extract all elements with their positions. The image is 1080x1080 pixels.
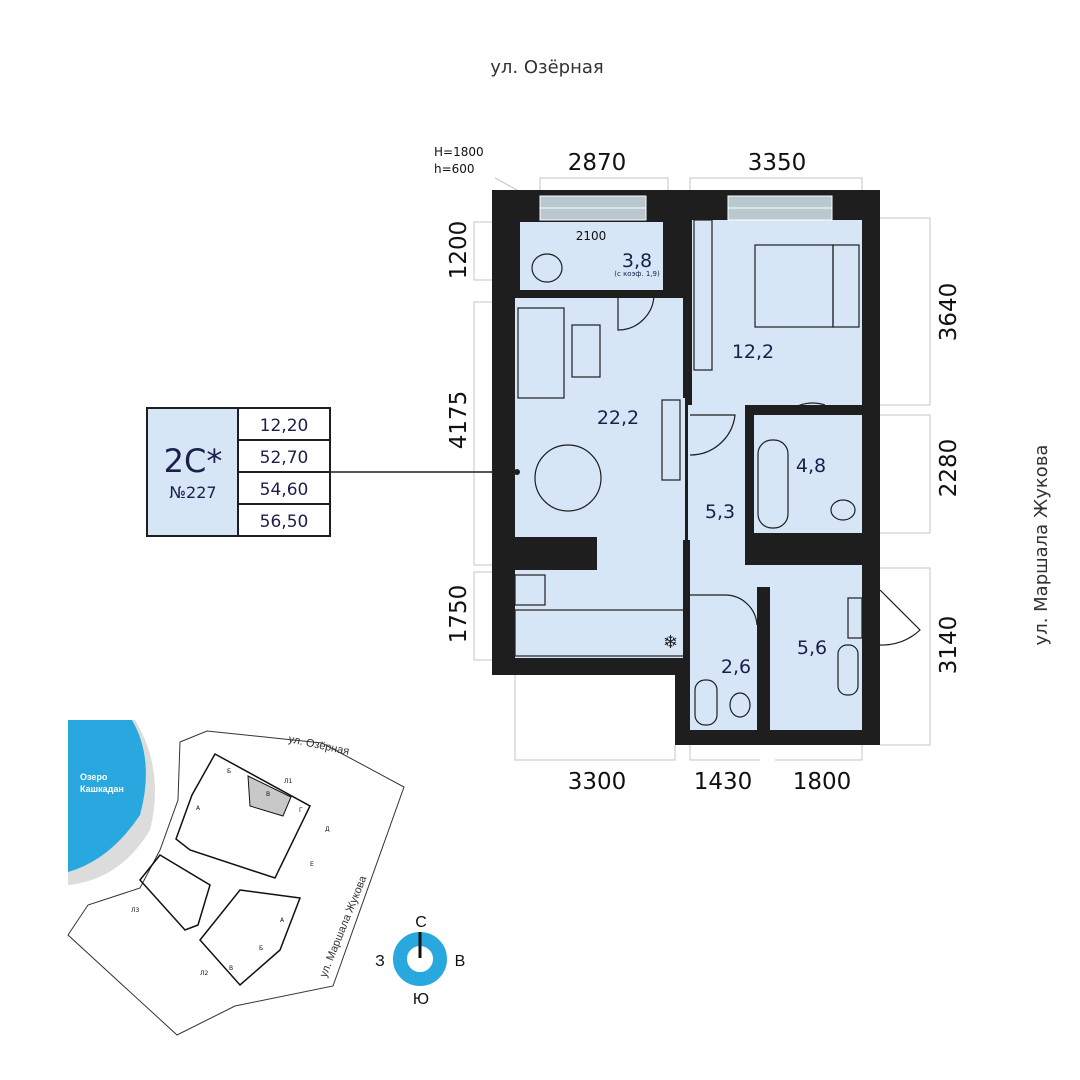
- apartment-info-box: 2С* №227 12,20 52,70 54,60 56,50: [146, 407, 331, 537]
- toilet: [830, 499, 856, 521]
- dim-bottom-3: 1800: [793, 769, 852, 795]
- coffee-table: [571, 324, 601, 378]
- building-label: Л2: [200, 970, 209, 977]
- wall-partition: [757, 625, 770, 730]
- wall-block: [515, 537, 597, 570]
- area-value: 54,60: [260, 480, 309, 500]
- wall-partition: [683, 540, 690, 675]
- bathtub: [757, 439, 789, 529]
- area-value: 52,70: [260, 448, 309, 468]
- dim-top-right: 3350: [748, 150, 807, 176]
- toilet: [729, 692, 751, 718]
- kitchen-counter: [514, 609, 686, 657]
- snowflake-icon: ❄: [663, 632, 678, 652]
- building-l3: [139, 854, 211, 931]
- dim-top-left: 2870: [568, 150, 627, 176]
- site-street-right: ул. Маршала Жукова: [318, 873, 370, 979]
- section-label: В: [266, 791, 270, 798]
- window-height-H: H=1800: [434, 145, 484, 159]
- wall-partition: [825, 405, 862, 415]
- section-label: А: [196, 805, 201, 812]
- area-balcony: 3,8: [622, 250, 652, 272]
- stove: [514, 574, 546, 606]
- building-l1: [175, 752, 311, 879]
- dim-right-2: 2280: [936, 439, 962, 498]
- rooms: [515, 220, 862, 730]
- sofa: [517, 307, 565, 399]
- area-wc: 2,6: [721, 656, 751, 678]
- dim-bottom-1: 3300: [568, 769, 627, 795]
- section-label: Б: [227, 768, 231, 775]
- section-label: В: [229, 965, 233, 972]
- section-label: Д: [325, 826, 330, 833]
- compass-west: З: [375, 953, 385, 970]
- building-l2: [199, 889, 302, 987]
- site-street-top: ул. Озёрная: [287, 733, 350, 758]
- street-label-top: ул. Озёрная: [490, 57, 603, 78]
- furniture: [514, 219, 863, 726]
- area-bedroom: 12,2: [732, 341, 774, 363]
- area-living: 22,2: [597, 407, 639, 429]
- wall-partition: [683, 298, 687, 398]
- building-label: Л1: [284, 778, 293, 785]
- room-wc: [690, 580, 757, 730]
- room-bathroom: [754, 415, 862, 533]
- room-bedroom: [692, 220, 862, 405]
- area-bathroom: 4,8: [796, 455, 826, 477]
- area-value: 56,50: [260, 512, 309, 532]
- section-label: Г: [299, 807, 303, 814]
- apartment-number: №227: [169, 483, 216, 502]
- dimension-guides: [473, 177, 931, 761]
- site-plan: Озеро Кашкадан Б В А Г Д Е Л1 Л3 Л2 А Б …: [67, 720, 405, 1036]
- street-label-right: ул. Маршала Жукова: [1031, 445, 1052, 646]
- area-value: 12,20: [260, 416, 309, 436]
- area-wardrobe: 5,6: [797, 637, 827, 659]
- doors: [617, 293, 921, 646]
- window-width: 2100: [576, 229, 607, 243]
- section-label: Е: [310, 861, 314, 868]
- armchair: [531, 253, 563, 283]
- section-label: А: [280, 917, 285, 924]
- windows: [539, 195, 833, 221]
- section-label: Б: [259, 945, 263, 952]
- tv-stand: [661, 399, 681, 481]
- area-hall: 5,3: [705, 501, 735, 523]
- room-balcony: [520, 222, 663, 290]
- dim-left-3: 1750: [446, 585, 472, 644]
- dim-bottom-2: 1430: [694, 769, 753, 795]
- compass: С Ю З В: [375, 914, 465, 1008]
- highlighted-section: [247, 775, 292, 817]
- dim-left-2: 4175: [446, 391, 472, 450]
- window-height-h: h=600: [434, 162, 475, 176]
- dim-left-1: 1200: [446, 221, 472, 280]
- room-wardrobe: [770, 568, 862, 730]
- lake-label: Озеро: [80, 772, 108, 782]
- wall-partition: [745, 405, 754, 565]
- shelf: [847, 597, 863, 639]
- compass-east: В: [455, 953, 466, 970]
- sink: [694, 679, 718, 726]
- dim-right-1: 3640: [936, 283, 962, 342]
- compass-south: Ю: [413, 991, 429, 1008]
- site-boundary: [67, 730, 405, 1036]
- building-label: Л3: [131, 907, 140, 914]
- room-hall: [688, 405, 745, 585]
- wardrobe-bedroom: [693, 219, 713, 371]
- lake-label: Кашкадан: [80, 784, 124, 794]
- wall-block: [663, 222, 685, 298]
- apartment-type: 2С*: [164, 442, 223, 480]
- dining-table: [534, 444, 602, 512]
- area-balcony-note: (с коэф. 1,9): [614, 270, 660, 278]
- ironing-board: [837, 644, 859, 696]
- dim-right-3: 3140: [936, 616, 962, 675]
- compass-north: С: [415, 914, 427, 931]
- lake: [68, 720, 146, 872]
